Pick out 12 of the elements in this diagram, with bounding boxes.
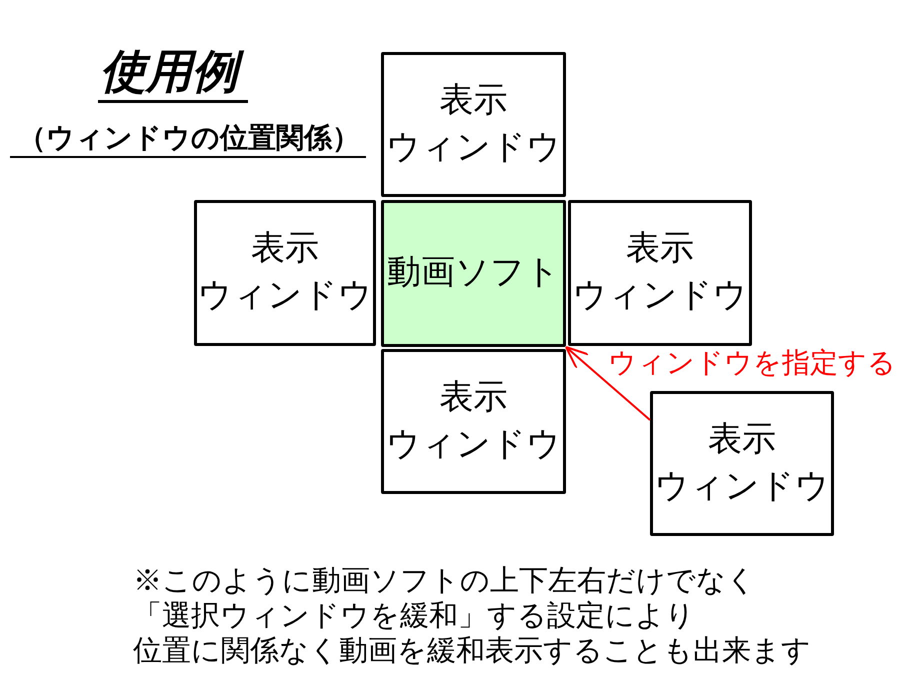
- window-box: 表示ウィンドウ: [194, 200, 376, 346]
- highlighted-box: 動画ソフト: [381, 200, 566, 347]
- arrow: [565, 346, 651, 421]
- subtitle: （ウィンドウの位置関係）: [18, 123, 360, 155]
- window-box: 表示ウィンドウ: [568, 200, 752, 346]
- window-box: 表示ウィンドウ: [381, 52, 566, 197]
- title: 使用例: [98, 44, 248, 103]
- window-box: 表示ウィンドウ: [381, 349, 566, 494]
- note-text: 「選択ウィンドウを緩和」する設定により: [133, 599, 695, 634]
- note-text: ※このように動画ソフトの上下左右だけでなく: [133, 564, 756, 599]
- note-text: 位置に関係なく動画を緩和表示することも出来ます: [133, 634, 811, 669]
- window-box: 表示ウィンドウ: [650, 391, 834, 536]
